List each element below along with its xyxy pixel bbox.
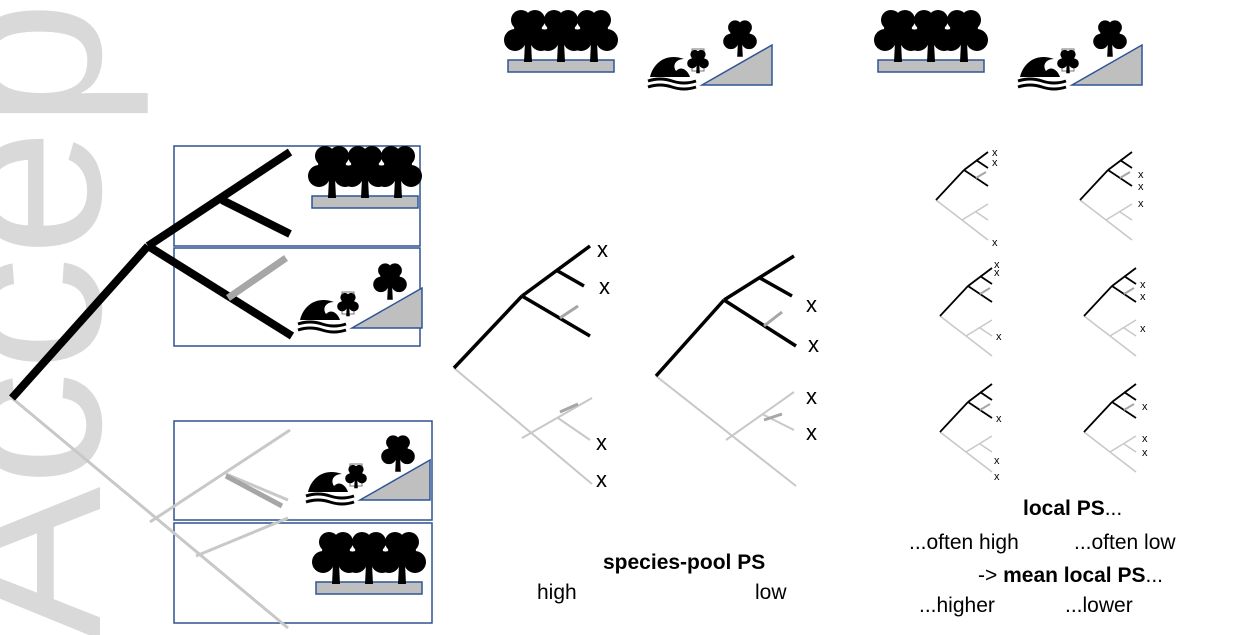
- x-mark: x: [806, 384, 817, 409]
- clade-frame-coast-bottom: [173, 420, 433, 521]
- coastal-habitat-icon: [1018, 20, 1142, 89]
- higher: ...higher: [919, 594, 995, 617]
- x-mark: x: [994, 471, 1000, 483]
- local-tree: xxx: [1083, 383, 1148, 473]
- x-mark: x: [1140, 291, 1146, 303]
- x-mark: x: [599, 274, 610, 299]
- clade-frame-forest-bottom: [173, 522, 433, 624]
- mean-local-rest: ...: [1145, 564, 1164, 587]
- local-title-rest: ...: [1104, 497, 1123, 520]
- species-pool-high: high: [537, 581, 577, 604]
- watermark: Accepted: [0, 0, 149, 635]
- local-title: local PS...: [1023, 497, 1122, 521]
- x-mark: x: [994, 455, 1000, 467]
- local-tree: xxx: [939, 259, 1002, 357]
- clade-frame-forest-top: [173, 145, 421, 247]
- species-pool-low: low: [755, 581, 787, 604]
- forest-habitat-icon: [874, 10, 988, 72]
- x-mark: x: [808, 332, 819, 357]
- species-pool-tree-low: x x x x: [654, 254, 819, 487]
- forest-habitat-icon: [312, 532, 426, 594]
- x-mark: x: [1138, 169, 1144, 181]
- x-mark: x: [994, 267, 1000, 279]
- x-mark: x: [1140, 323, 1146, 335]
- coastal-habitat-icon: [648, 20, 772, 89]
- local-tree: xxx: [1079, 151, 1144, 241]
- x-mark: x: [992, 157, 998, 169]
- coastal-habitat-icon: [306, 435, 430, 504]
- x-mark: x: [996, 331, 1002, 343]
- main-phylogeny: [9, 145, 433, 630]
- mean-local: -> mean local PS...: [978, 564, 1163, 588]
- x-mark: x: [1140, 279, 1146, 291]
- x-mark: x: [597, 237, 608, 262]
- forest-habitat-icon: [308, 146, 422, 208]
- x-mark: x: [996, 413, 1002, 425]
- x-mark: x: [1138, 181, 1144, 193]
- often-high: ...often high: [909, 531, 1019, 554]
- lower: ...lower: [1065, 594, 1133, 617]
- x-mark: x: [806, 292, 817, 317]
- x-mark: x: [1138, 198, 1144, 210]
- local-tree: xxx: [1083, 267, 1146, 357]
- x-mark: x: [596, 467, 607, 492]
- x-mark: x: [1142, 447, 1148, 459]
- arrow-prefix: ->: [978, 564, 1004, 587]
- x-mark: x: [1142, 401, 1148, 413]
- x-mark: x: [992, 147, 998, 159]
- x-mark: x: [806, 420, 817, 445]
- species-pool-tree-high: x x x x: [452, 237, 610, 492]
- local-title-bold: local PS: [1023, 497, 1105, 520]
- x-mark: x: [992, 237, 998, 249]
- mean-local-bold: mean local PS: [1003, 564, 1146, 587]
- often-low: ...often low: [1074, 531, 1176, 554]
- x-mark: x: [1142, 433, 1148, 445]
- coastal-habitat-icon: [298, 263, 422, 332]
- x-mark: x: [994, 259, 1000, 271]
- x-mark: x: [596, 430, 607, 455]
- clade-frame-coast-top: [173, 247, 421, 347]
- local-tree: xxx: [939, 383, 1002, 483]
- forest-habitat-icon: [504, 10, 618, 72]
- species-pool-title: species-pool PS: [603, 551, 766, 574]
- local-tree: xxx: [935, 147, 998, 249]
